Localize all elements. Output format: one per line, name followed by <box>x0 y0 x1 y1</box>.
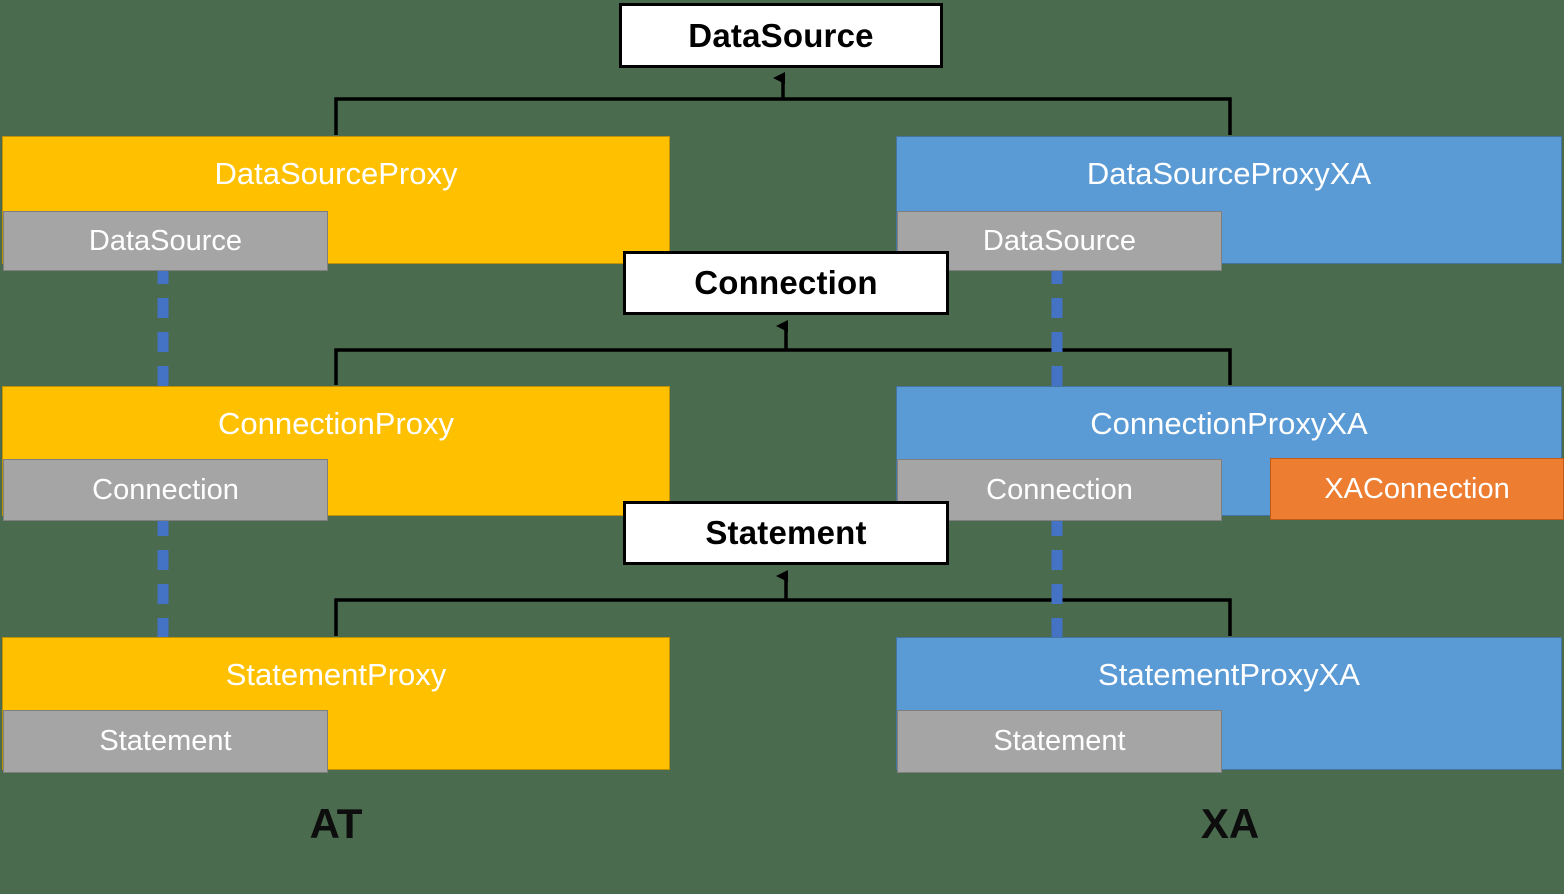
proxy-title-statementproxyxa: StatementProxyXA <box>1098 657 1360 692</box>
field-box-at-connection: Connection <box>3 459 328 521</box>
field-box-xa-datasource: DataSource <box>897 211 1222 271</box>
proxy-title-statementproxy: StatementProxy <box>225 657 447 692</box>
interface-box-statement: Statement <box>623 501 949 565</box>
xaconnection-box[interactable]: XAConnection <box>1270 458 1564 520</box>
interface-box-datasource: DataSource <box>619 3 943 68</box>
column-label-xa: XA <box>1200 800 1260 847</box>
field-box-at-datasource: DataSource <box>3 211 328 271</box>
column-label-at: AT <box>309 800 363 847</box>
proxy-box-connectionproxy[interactable]: ConnectionProxy Connection <box>2 386 670 521</box>
proxy-box-datasourceproxyxa[interactable]: DataSourceProxyXA DataSource <box>896 136 1562 271</box>
field-box-xa-connection: Connection <box>897 459 1222 521</box>
proxy-title-connectionproxyxa: ConnectionProxyXA <box>1090 406 1368 441</box>
connector-datasource <box>334 72 1232 135</box>
proxy-title-datasourceproxy: DataSourceProxy <box>214 156 458 191</box>
proxy-box-statementproxy[interactable]: StatementProxy Statement <box>2 637 670 773</box>
field-box-at-statement: Statement <box>3 710 328 773</box>
proxy-box-datasourceproxy[interactable]: DataSourceProxy DataSource <box>2 136 670 271</box>
proxy-box-statementproxyxa[interactable]: StatementProxyXA Statement <box>896 637 1562 773</box>
connector-statement <box>334 570 1232 636</box>
interface-label-connection: Connection <box>694 264 878 301</box>
field-box-xa-statement: Statement <box>897 710 1222 773</box>
connector-connection <box>334 320 1232 385</box>
proxy-title-datasourceproxyxa: DataSourceProxyXA <box>1086 156 1372 191</box>
interface-label-datasource: DataSource <box>688 16 874 54</box>
proxy-title-connectionproxy: ConnectionProxy <box>217 406 455 441</box>
interface-label-statement: Statement <box>705 514 867 551</box>
interface-box-connection: Connection <box>623 251 949 315</box>
